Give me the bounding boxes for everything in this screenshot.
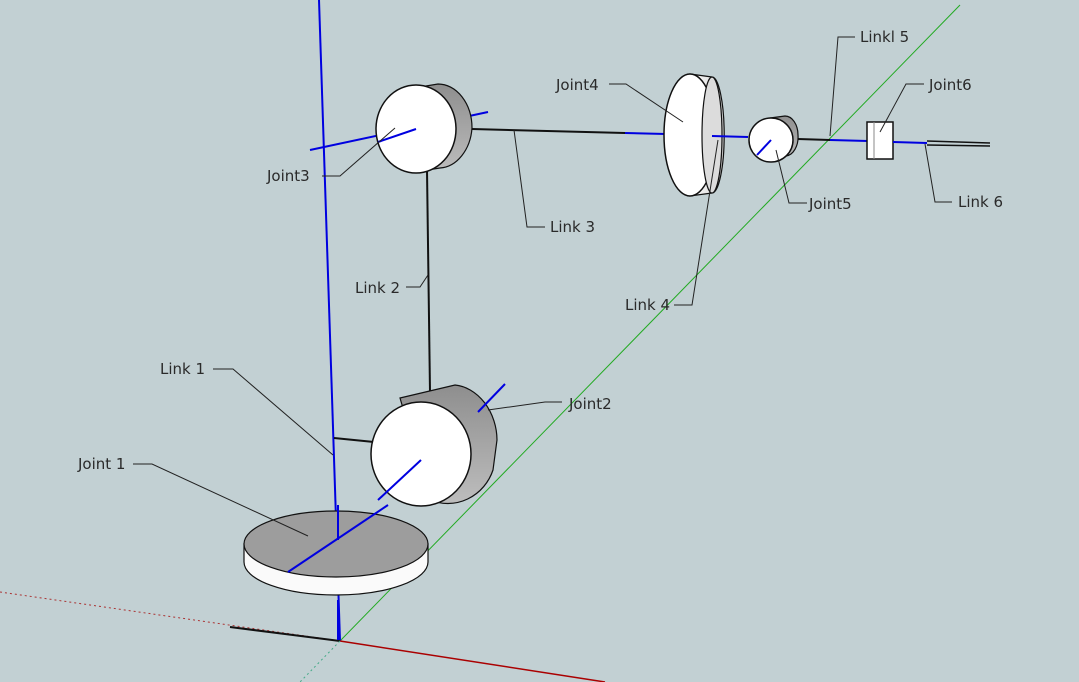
joint5-cylinder — [748, 115, 799, 163]
link1-label: Link 1 — [160, 360, 206, 378]
leader-link5 — [829, 36, 855, 137]
joint4-label: Joint4 — [556, 76, 599, 94]
axis-red-solid — [339, 640, 606, 682]
joint5-axis — [756, 139, 772, 156]
link5-label: Linkl 5 — [860, 28, 910, 46]
axis-black-base — [229, 626, 341, 642]
joint1-label: Joint 1 — [78, 455, 126, 473]
leader-link6 — [924, 143, 952, 203]
leader-link1 — [213, 368, 334, 456]
leader-link4 — [674, 139, 719, 306]
joint2-cylinder — [370, 383, 506, 507]
leader-joint4 — [609, 83, 684, 123]
link1-line — [333, 437, 375, 443]
axis-green-solid — [339, 4, 961, 642]
link6-label: Link 6 — [958, 193, 1004, 211]
link3-label: Link 3 — [550, 218, 596, 236]
joint3-label: Joint3 — [267, 167, 310, 185]
joint6-label: Joint6 — [929, 76, 972, 94]
leader-link2 — [406, 274, 429, 288]
joint2-axis — [377, 459, 422, 501]
link6-line — [926, 140, 991, 147]
link5-line — [797, 138, 831, 141]
leader-joint2 — [487, 401, 562, 411]
joint5-label: Joint5 — [809, 195, 852, 213]
link2-line — [426, 169, 431, 393]
leader-joint1 — [133, 463, 309, 537]
leader-joint3 — [322, 127, 396, 177]
joint1-cylinder — [243, 504, 429, 640]
joint3-axis — [377, 128, 417, 143]
link4-label: Link 4 — [625, 296, 671, 314]
joint3-cylinder — [309, 83, 489, 174]
joint6-cylinder — [866, 121, 928, 160]
axis-green-dotted — [299, 640, 341, 682]
leader-joint5 — [775, 149, 807, 204]
leader-joint6 — [879, 83, 924, 133]
link3-line — [471, 128, 626, 134]
leader-lines — [133, 36, 952, 537]
joint4-cylinder — [663, 73, 749, 197]
joint2-label: Joint2 — [569, 395, 612, 413]
link2-label: Link 2 — [355, 279, 401, 297]
leader-link3 — [513, 129, 545, 228]
world-axes — [0, 0, 961, 682]
